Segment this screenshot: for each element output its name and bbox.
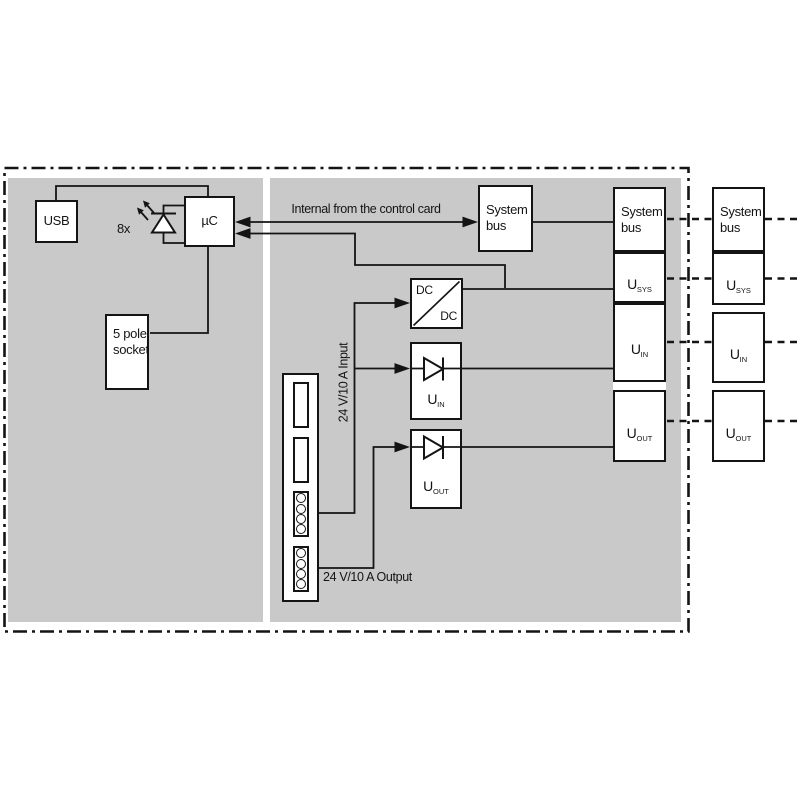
pin-circle <box>296 568 306 579</box>
terminal-system-bus-line2: bus <box>621 220 642 236</box>
dc-label-bottom: DC <box>440 309 457 323</box>
pin-circle <box>296 493 306 504</box>
system-bus-box: System bus <box>478 185 533 252</box>
led-count-label: 8x <box>117 221 131 236</box>
terminal-system-bus-line2: bus <box>720 220 741 236</box>
terminal-block-external: System bus USYS UIN UOUT <box>712 187 765 462</box>
pin-circle <box>296 513 306 524</box>
terminal-system-bus: System bus <box>613 187 666 252</box>
internal-bus-note: Internal from the control card <box>291 202 441 216</box>
u-out-label: UOUT <box>423 477 449 496</box>
terminal-u-out: UOUT <box>613 390 666 462</box>
terminal-u-in: UIN <box>712 312 765 383</box>
mcu-box: µC <box>184 196 235 247</box>
input-rating-label: 24 V/10 A Input <box>336 342 351 423</box>
terminal-system-bus: System bus <box>712 187 765 252</box>
usb-label: USB <box>43 213 70 229</box>
terminal-system-bus-line1: System <box>720 204 762 219</box>
input-diode-box: UIN <box>410 342 462 420</box>
output-diode-box: UOUT <box>410 429 462 509</box>
strip-slot-input-pins <box>293 491 309 537</box>
dc-label-top: DC <box>416 283 433 297</box>
pin-circle <box>296 558 306 569</box>
pin-circle <box>296 503 306 514</box>
system-bus-label-line1: System <box>486 202 528 217</box>
output-rating-label: 24 V/10 A Output <box>323 570 412 584</box>
strip-slot-blank-1 <box>293 382 309 428</box>
terminal-u-sys: USYS <box>613 252 666 303</box>
strip-slot-output-pins <box>293 546 309 592</box>
socket-box: 5 pole socket <box>105 314 149 390</box>
mcu-label: µC <box>201 213 218 229</box>
strip-slot-blank-2 <box>293 437 309 483</box>
terminal-block-internal: System bus USYS UIN UOUT <box>613 187 666 462</box>
terminal-system-bus-line1: System <box>621 204 663 219</box>
terminal-u-sys: USYS <box>712 252 765 305</box>
terminal-u-in: UIN <box>613 303 666 382</box>
usb-box: USB <box>35 200 78 243</box>
socket-label-line2: socket <box>113 342 149 358</box>
pin-circle <box>296 579 306 590</box>
system-bus-label-line2: bus <box>486 218 507 234</box>
terminal-u-out: UOUT <box>712 390 765 462</box>
terminal-strip <box>282 373 319 602</box>
pin-circle <box>296 548 306 559</box>
dc-dc-converter-box: DC DC <box>410 278 463 329</box>
socket-label-line1: 5 pole <box>113 326 147 341</box>
pin-circle <box>296 524 306 535</box>
u-in-label: UIN <box>427 390 445 409</box>
